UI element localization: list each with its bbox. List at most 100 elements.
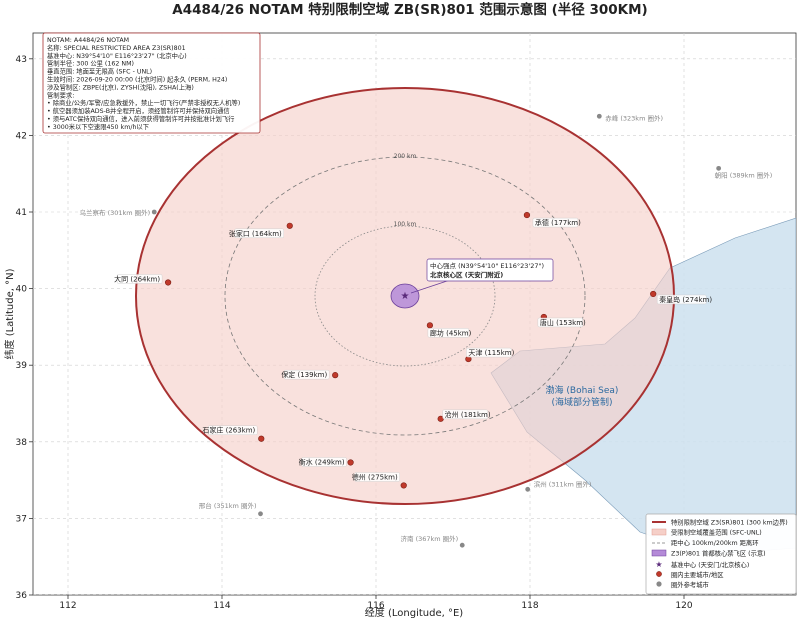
- city-label-bg: [466, 347, 512, 358]
- notam-info-line: 管制半径: 300 公里 (162 NM): [47, 59, 134, 68]
- city-label-inside: 天津 (115km): [468, 349, 514, 357]
- legend-item-label: 特别限制空域 Z3(SR)801 (300 km边界): [671, 518, 788, 527]
- city-label-outside: 乌兰察布 (301km 圈外): [80, 208, 151, 217]
- legend-inside-dot: [656, 571, 662, 577]
- x-tick-label: 112: [59, 601, 76, 611]
- city-label-inside: 唐山 (153km): [540, 318, 586, 327]
- city-label-bg: [427, 328, 469, 338]
- notam-info-line: • 3000米以下空速限450 km/h以下: [47, 122, 149, 131]
- y-tick-label: 43: [16, 55, 27, 65]
- legend-item-label: Z3(P)801 首都核心禁飞区 (示意): [671, 549, 766, 558]
- center-leader-line: [410, 279, 451, 294]
- x-tick-label: 118: [521, 601, 538, 611]
- city-dot-inside: [400, 482, 407, 489]
- city-label-outside: 赤峰 (323km 圈外): [605, 113, 663, 122]
- city-label-bg: [301, 457, 347, 467]
- legend-item-label: 受限制空域覆盖范围 (SFC-UNL): [671, 528, 762, 537]
- x-tick-label: 120: [675, 601, 692, 611]
- city-dot-outside: [716, 165, 722, 171]
- notam-info-line: 涉及管制区: ZBPE(北京), ZYSH(沈阳), ZSHA(上海): [47, 82, 194, 91]
- city-dot-outside: [525, 486, 531, 492]
- city-label-bg: [354, 472, 400, 482]
- y-tick-label: 40: [16, 285, 28, 295]
- city-label-inside: 廊坊 (45km): [430, 328, 472, 337]
- map-title: A4484/26 NOTAM 特别限制空域 ZB(SR)801 范围示意图 (半…: [172, 1, 647, 18]
- city-label-outside: 朝阳 (389km 圈外): [715, 170, 773, 179]
- city-label-bg: [657, 294, 707, 305]
- city-markers: 张家口 (164km) 大同 (264km) 承德 (177km) 秦皇岛 (274k…: [80, 113, 773, 548]
- city-label-inside: 大同 (264km): [114, 274, 160, 283]
- city-label-bg: [116, 274, 163, 284]
- city-label-bg: [234, 228, 284, 238]
- city-label-bg: [537, 317, 584, 328]
- legend-item-label: 距中心 100km/200km 距离环: [671, 538, 759, 547]
- y-axis-ticks: 36 37 38 39 40 41 42 43: [16, 55, 33, 601]
- ring-label-100km: 100 km: [394, 221, 417, 228]
- y-tick-label: 38: [16, 438, 28, 448]
- legend-item-label: 基准中心 (天安门/北京核心): [671, 560, 749, 569]
- city-label-inside: 张家口 (164km): [229, 229, 282, 238]
- notam-info-box: [42, 32, 261, 134]
- notam-info-line: 管制要求:: [47, 90, 74, 99]
- ring-label-200km: 200 km: [394, 153, 417, 160]
- city-dot-inside: [426, 322, 434, 329]
- center-label-line2: 北京核心区 (天安门附近): [430, 270, 503, 279]
- city-dot-inside: [165, 279, 172, 286]
- y-tick-label: 41: [16, 208, 27, 218]
- city-label-outside: 济南 (367km 圈外): [401, 534, 459, 543]
- notam-info-line: 垂直范围: 地面至无限高 (SFC - UNL): [47, 67, 152, 76]
- city-label-inside: 秦皇岛 (274km): [659, 295, 712, 304]
- city-label-bg: [283, 369, 330, 380]
- legend-symbols: ★: [651, 521, 667, 587]
- notam-info-line: • 须与ATC保持双向通信，进入前须获得管制许可并按批准计划飞行: [47, 114, 235, 123]
- legend-fill-swatch: [651, 528, 667, 536]
- notam-info-line: • 航空器须加装ADS-B并全程开启，须经管制许可并保持双向通信: [47, 106, 230, 115]
- city-label-inside: 德州 (275km): [352, 472, 398, 481]
- sea-label-line1: 渤海 (Bohai Sea): [546, 384, 619, 396]
- city-dot-outside: [151, 209, 157, 215]
- city-dot-inside: [286, 222, 293, 229]
- city-dot-inside: [347, 459, 354, 466]
- center-label-box: [426, 258, 554, 282]
- ring-200km: [224, 156, 586, 436]
- notam-info-line: 名称: SPECIAL RESTRICTED AREA Z3(SR)801: [47, 43, 186, 52]
- city-label-inside: 沧州 (181km): [445, 410, 491, 419]
- notam-info-line: 生效时间: 2026-09-20 00:00 (北京时间) 起永久 (PERM,…: [47, 75, 227, 84]
- city-label-bg: [207, 425, 258, 435]
- city-dot-inside: [332, 372, 339, 379]
- legend-item-label: 圈外参考城市: [671, 580, 709, 589]
- city-label-inside: 保定 (139km): [281, 370, 327, 379]
- city-dot-outside: [459, 542, 465, 548]
- city-label-outside: 邢台 (351km 圈外): [199, 501, 257, 510]
- legend-star-icon: ★: [655, 560, 662, 569]
- legend-core-swatch: [651, 549, 667, 557]
- x-axis-label: 经度 (Longitude, °E): [365, 606, 463, 619]
- legend-labels: 特别限制空域 Z3(SR)801 (300 km边界)受限制空域覆盖范围 (SF…: [671, 518, 788, 590]
- y-tick-label: 36: [16, 591, 28, 601]
- y-tick-label: 37: [16, 514, 27, 524]
- notam-info-line: • 除商业/公务/军警/应急救援外，禁止一切飞行(严禁非授权无人机等): [47, 98, 240, 107]
- ring-100km: [314, 225, 496, 367]
- y-tick-label: 42: [16, 131, 27, 141]
- x-axis-ticks: 112 114 116 118 120: [59, 595, 693, 611]
- notam-info-line: NOTAM: A4484/26 NOTAM: [47, 37, 129, 44]
- city-dot-inside: [650, 290, 657, 298]
- city-label-inside: 承德 (177km): [535, 218, 581, 227]
- city-label-bg: [532, 217, 579, 228]
- center-label-line1: 中心强点 (N39°54'10" E116°23'27"): [430, 261, 544, 270]
- y-axis-label: 纬度 (Latitude, °N): [3, 268, 16, 359]
- city-label-inside: 石家庄 (263km): [202, 426, 255, 435]
- city-label-inside: 衡水 (249km): [299, 457, 345, 466]
- y-tick-label: 39: [16, 361, 28, 371]
- legend-box: [645, 513, 797, 595]
- center-star-icon: ★: [401, 291, 410, 302]
- city-label-outside: 滨州 (311km 圈外): [534, 479, 592, 488]
- x-tick-label: 116: [367, 601, 384, 611]
- legend-item-label: 圈内主要城市/地区: [671, 570, 724, 579]
- x-tick-label: 114: [213, 601, 230, 611]
- city-dot-outside: [596, 113, 602, 119]
- notam-info-line: 基准中心: N39°54'10" E116°23'27" (北京中心): [47, 51, 187, 60]
- legend-outside-dot: [656, 581, 662, 587]
